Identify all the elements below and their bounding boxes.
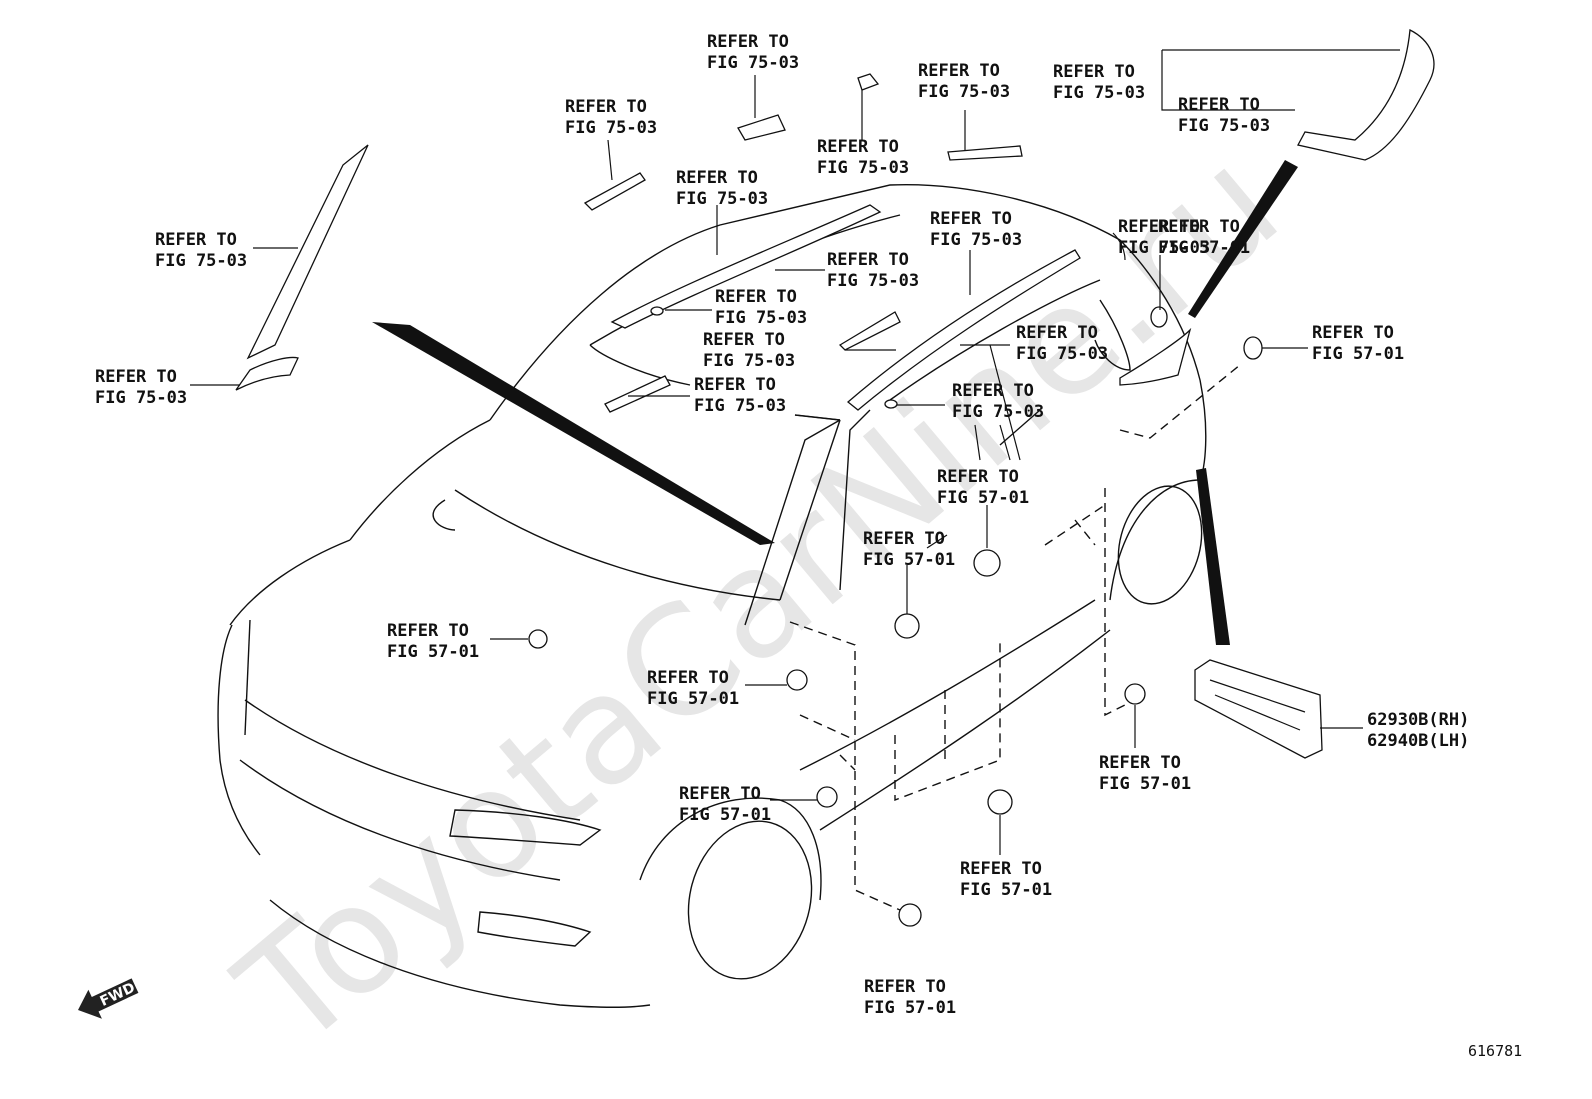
fastener-4 <box>973 549 1001 577</box>
fwd-label: FWD <box>98 980 138 1010</box>
pillar-garnish-end <box>235 356 299 391</box>
fastener-8 <box>898 903 922 927</box>
part-number-labels: 62930B(RH) 62940B(LH) <box>1367 710 1469 751</box>
roof-clip-piece <box>857 73 880 91</box>
rear-lamp-assembly <box>1194 659 1323 759</box>
roof-strip-2 <box>947 145 1023 161</box>
roof-strip-4 <box>604 375 671 413</box>
roof-strip-3 <box>838 311 901 351</box>
front-pillar-wedge <box>372 322 775 545</box>
roof-rail-right <box>846 249 1081 411</box>
fastener-7 <box>987 789 1013 815</box>
fwd-arrow-icon <box>78 978 139 1019</box>
fastener-3 <box>894 613 920 639</box>
part-number-rh: 62930B(RH) <box>1367 710 1469 730</box>
rear-plug <box>1243 336 1263 360</box>
roof-rail-left <box>610 204 882 329</box>
pointer-wedges <box>372 160 1298 645</box>
dashed-lines <box>789 364 1241 911</box>
fastener-6 <box>816 786 838 808</box>
rear-spoiler-wedge <box>1188 160 1298 318</box>
leader-lines <box>190 49 1400 855</box>
rear-spoiler <box>1297 28 1435 161</box>
fastener-1 <box>528 629 548 649</box>
fastener-2 <box>786 669 808 691</box>
rear-lamp-wedge <box>1196 468 1230 645</box>
fastener-5 <box>1124 683 1146 705</box>
part-number-lh: 62940B(LH) <box>1367 731 1469 751</box>
rear-grommet <box>1150 306 1168 328</box>
parts <box>235 28 1435 927</box>
clip-1 <box>650 306 664 316</box>
diagram-code: 616781 <box>1468 1042 1522 1060</box>
rear-lamp-detail <box>1209 679 1306 731</box>
car-body <box>217 183 1207 1008</box>
pillar-garnish <box>246 144 369 360</box>
rear-pillar-garnish <box>1119 327 1192 386</box>
roof-cover <box>737 114 786 141</box>
roof-strip-1 <box>583 172 646 211</box>
fwd-arrow: FWD <box>78 978 139 1019</box>
clip-2 <box>884 399 898 409</box>
